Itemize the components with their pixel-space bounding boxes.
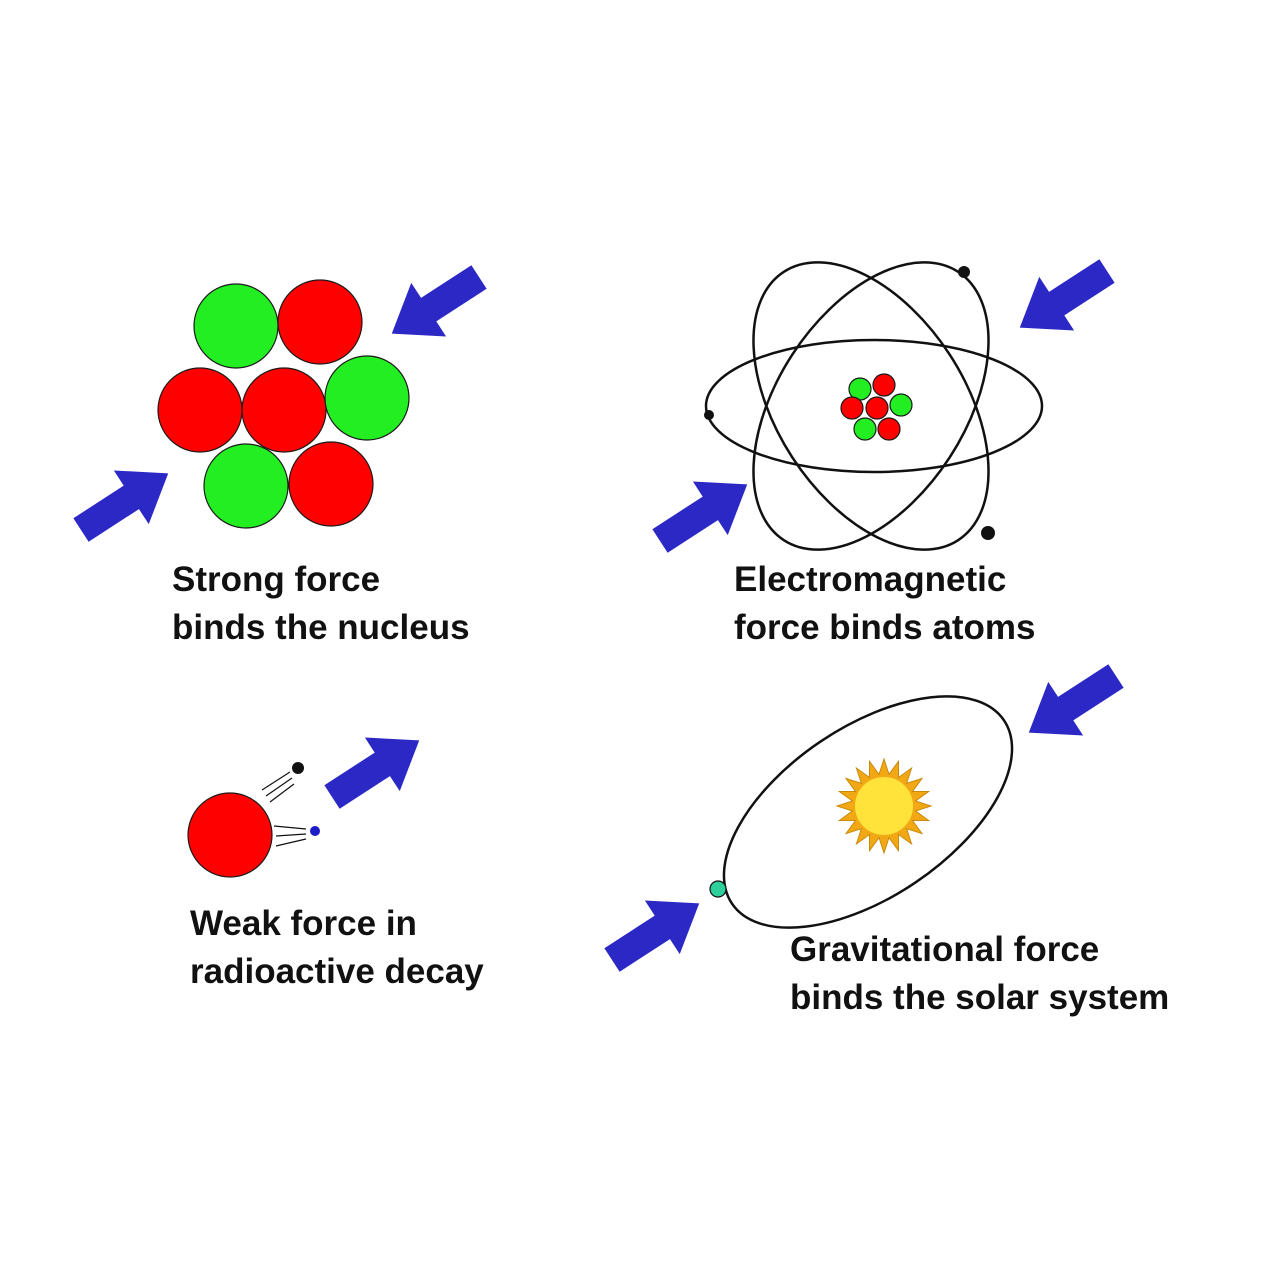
inward-arrow-icon	[1002, 244, 1125, 355]
electrons	[704, 266, 995, 540]
proton	[877, 417, 901, 441]
small-nucleus	[840, 373, 913, 441]
gravitational-force-caption: Gravitational force binds the solar syst…	[790, 926, 1169, 1022]
electron	[981, 526, 995, 540]
sun-icon	[835, 757, 933, 855]
electromagnetic-force-illustration	[642, 244, 1125, 568]
caption-line: radioactive decay	[190, 952, 484, 991]
neutron	[889, 393, 913, 417]
emission-streaks	[261, 771, 307, 847]
decaying-nucleus	[187, 792, 273, 878]
neutron	[324, 355, 410, 441]
inward-arrow-icon	[63, 446, 186, 557]
proton	[241, 367, 327, 453]
proton	[288, 441, 374, 527]
inward-arrow-icon	[374, 250, 497, 361]
electron	[958, 266, 970, 278]
proton	[840, 396, 864, 420]
inward-arrow-icon	[642, 457, 765, 568]
nucleus	[157, 279, 410, 529]
inward-arrow-icon	[594, 876, 717, 987]
proton	[277, 279, 363, 365]
outward-arrow-icon	[314, 713, 437, 824]
planet-orbit	[722, 695, 1014, 929]
gravitational-force-illustration	[594, 649, 1134, 987]
orbit-ring	[704, 338, 1044, 474]
caption-line: Weak force in	[190, 904, 417, 943]
caption-line: Electromagnetic	[734, 560, 1007, 599]
strong-force-caption: Strong force binds the nucleus	[172, 556, 470, 652]
caption-line: binds the nucleus	[172, 608, 470, 647]
caption-line: force binds atoms	[734, 608, 1036, 647]
planet	[709, 880, 727, 898]
proton	[865, 396, 889, 420]
caption-line: Gravitational force	[790, 930, 1100, 969]
electron	[704, 410, 714, 420]
inward-arrow-icon	[1011, 649, 1134, 760]
neutron	[193, 283, 279, 369]
emitted-electron	[292, 762, 304, 774]
electromagnetic-force-caption: Electromagnetic force binds atoms	[734, 556, 1035, 652]
caption-line: binds the solar system	[790, 978, 1170, 1017]
proton	[872, 373, 896, 397]
weak-force-illustration	[187, 713, 437, 878]
strong-force-illustration	[63, 250, 497, 557]
weak-force-caption: Weak force in radioactive decay	[190, 900, 484, 996]
orbit-ring	[752, 261, 990, 551]
proton	[157, 367, 243, 453]
neutron	[853, 417, 877, 441]
neutron	[203, 443, 289, 529]
caption-line: Strong force	[172, 560, 381, 599]
emitted-neutrino	[310, 826, 320, 836]
